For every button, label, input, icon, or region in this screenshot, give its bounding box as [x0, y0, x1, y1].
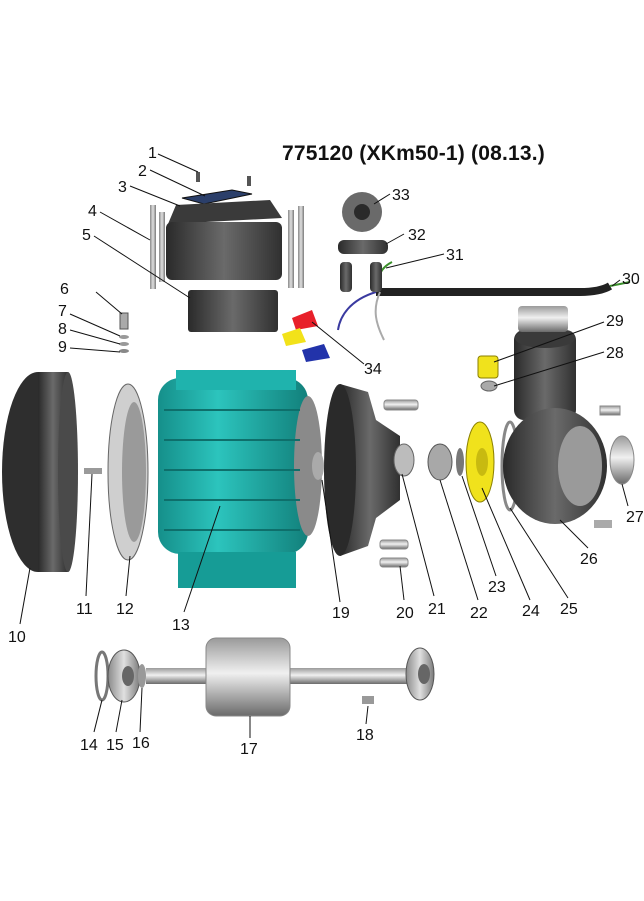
callout-20: 20 [396, 605, 414, 622]
part-31-cable-glands [340, 262, 382, 292]
callout-25: 25 [560, 601, 578, 618]
callout-8: 8 [58, 321, 67, 338]
callout-7: 7 [58, 303, 67, 320]
callout-labels: 1 2 3 4 5 6 7 8 9 10 11 12 13 14 15 16 1… [8, 145, 644, 758]
part-14-circlip [94, 650, 110, 702]
part-32-clamp [338, 240, 388, 254]
part-5-capacitor [188, 290, 278, 332]
part-16-washer [138, 664, 146, 688]
callout-12: 12 [116, 601, 134, 618]
part-6-9-small-hardware [119, 312, 129, 353]
callout-2: 2 [138, 163, 147, 180]
part-19-seal [312, 452, 324, 480]
callout-32: 32 [408, 227, 426, 244]
part-13-motor-housing [158, 370, 322, 588]
callout-3: 3 [118, 179, 127, 196]
part-27-plug [609, 435, 635, 485]
callout-29: 29 [606, 313, 624, 330]
part-33-grommet [342, 192, 382, 232]
callout-6: 6 [60, 281, 69, 298]
callout-5: 5 [82, 227, 91, 244]
callout-19: 19 [332, 605, 350, 622]
part-12-fan [107, 383, 149, 561]
part-21-bracket [324, 384, 400, 556]
callout-26: 26 [580, 551, 598, 568]
leader-lines [19, 153, 629, 738]
part-17-rotor-shaft [146, 637, 408, 717]
callout-34: 34 [364, 361, 382, 378]
part-10-fan-cover [2, 372, 78, 572]
callout-27: 27 [626, 509, 644, 526]
callout-22: 22 [470, 605, 488, 622]
callout-24: 24 [522, 603, 540, 620]
callout-15: 15 [106, 737, 124, 754]
part-bearing-right [405, 647, 435, 701]
part-29-priming-plug [477, 355, 499, 379]
callout-17: 17 [240, 741, 258, 758]
callout-30: 30 [622, 271, 640, 288]
part-11-screw [84, 468, 102, 474]
part-15-bearing [107, 649, 141, 703]
part-1-screws [196, 172, 251, 186]
callout-31: 31 [446, 247, 464, 264]
callout-14: 14 [80, 737, 98, 754]
callout-16: 16 [132, 735, 150, 752]
part-18-key [362, 696, 374, 704]
part-3-terminal-box-cover [166, 200, 282, 280]
callout-28: 28 [606, 345, 624, 362]
part-24-impeller [465, 421, 495, 503]
part-28-drain-screw [480, 380, 498, 392]
callout-21: 21 [428, 601, 446, 618]
callout-18: 18 [356, 727, 374, 744]
callout-23: 23 [488, 579, 506, 596]
part-2-plate [181, 189, 253, 205]
callout-10: 10 [8, 629, 26, 646]
part-20-bolts [379, 399, 419, 568]
diagram-title: 775120 (XKm50-1) (08.13.) [282, 142, 545, 165]
part-26-pump-body [503, 306, 621, 528]
callout-1: 1 [148, 145, 157, 162]
callout-11: 11 [76, 601, 93, 618]
part-4-bolts [150, 205, 304, 289]
callout-4: 4 [88, 203, 97, 220]
part-34-wire-connectors [282, 310, 330, 362]
callout-33: 33 [392, 187, 410, 204]
part-22-23-seal-parts [393, 443, 464, 481]
callout-9: 9 [58, 339, 67, 356]
callout-13: 13 [172, 617, 190, 634]
